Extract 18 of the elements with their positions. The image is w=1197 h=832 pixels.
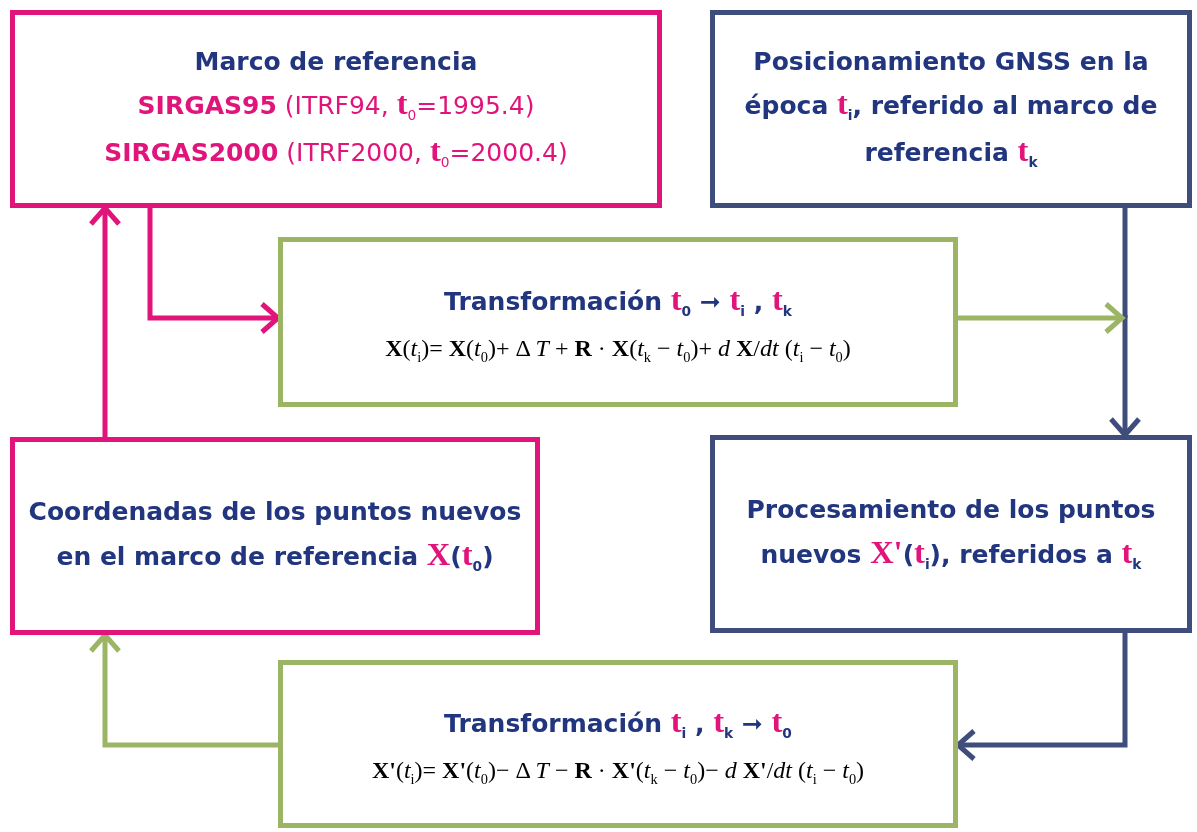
box-text: SIRGAS2000 (ITRF2000, t$_{0}$=2000.4) [104,131,568,173]
box-heading: Coordenadas de los puntos nuevos en el marco de referencia X(t$_{0}$) [27,496,523,576]
reference-frame-box [10,437,540,635]
transformation-box [278,660,958,828]
reference-frame-box [10,10,662,208]
formula: X(t$_{i}$)= X(t$_{0}$)+ Δ T + R · X(t$_{k}$ − t$_{0}$)+ d X/dt (t$_{i}$ − t$_{0}$) [385,334,851,367]
arrow [958,301,1125,335]
line [1122,208,1128,318]
box-heading: Marco de referencia [194,45,478,78]
box-heading: Procesamiento de los puntos nuevos X'(t$_{i}$), referidos a t$_{k}$ [745,494,1157,574]
box-heading: Transformación t$_{0}$ ➞ t$_{i}$ , t$_{k}$ [444,280,792,322]
process-box [710,435,1192,633]
box-heading: Transformación t$_{i}$ , t$_{k}$ ➞ t$_{0}$ [444,702,792,744]
transformation-box [278,237,958,407]
process-box [710,10,1192,208]
formula: X'(t$_{i}$)= X'(t$_{0}$)− Δ T − R · X'(t$_{k}$ − t$_{0}$)− d X'/dt (t$_{i}$ − t$_{0}$) [371,756,865,789]
box-text: SIRGAS95 (ITRF94, t$_{0}$=1995.4) [137,84,535,125]
box-heading: Posicionamiento GNSS en la época t$_{i}$, referido al marco de referencia t$_{k}$ [743,45,1159,173]
